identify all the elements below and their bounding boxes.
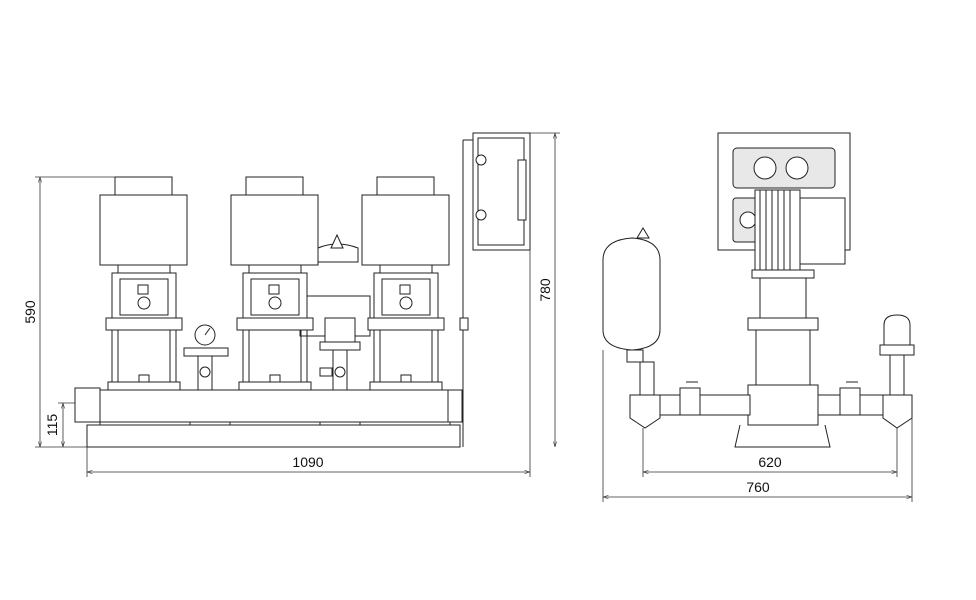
side-piping <box>629 354 913 429</box>
pump-2 <box>230 176 319 391</box>
side-valve-actuator <box>879 314 915 356</box>
expansion-tank-side <box>602 227 661 363</box>
front-view <box>74 132 531 448</box>
dim-side-pipe-width: 620 <box>758 454 782 470</box>
pressure-gauge <box>183 324 229 391</box>
pump-side <box>734 277 831 448</box>
expansion-tank-rear <box>299 233 371 337</box>
motor-side <box>751 189 846 279</box>
pump-1 <box>99 176 188 391</box>
dim-front-width: 1090 <box>292 454 323 470</box>
dim-front-height: 590 <box>22 300 38 324</box>
manifold <box>99 389 458 423</box>
dim-base-height: 115 <box>44 414 60 437</box>
side-view <box>602 132 915 448</box>
front-dimensions: 590 115 1090 780 <box>22 132 560 477</box>
control-panel-front <box>459 132 531 447</box>
valve-actuator <box>319 317 361 391</box>
dim-side-total-width: 760 <box>746 479 770 495</box>
manifold-flange <box>74 387 101 423</box>
base-frame <box>86 424 461 448</box>
side-dimensions: 620 760 <box>602 350 913 502</box>
dim-panel-height: 780 <box>537 278 553 302</box>
pump-3 <box>361 176 450 391</box>
